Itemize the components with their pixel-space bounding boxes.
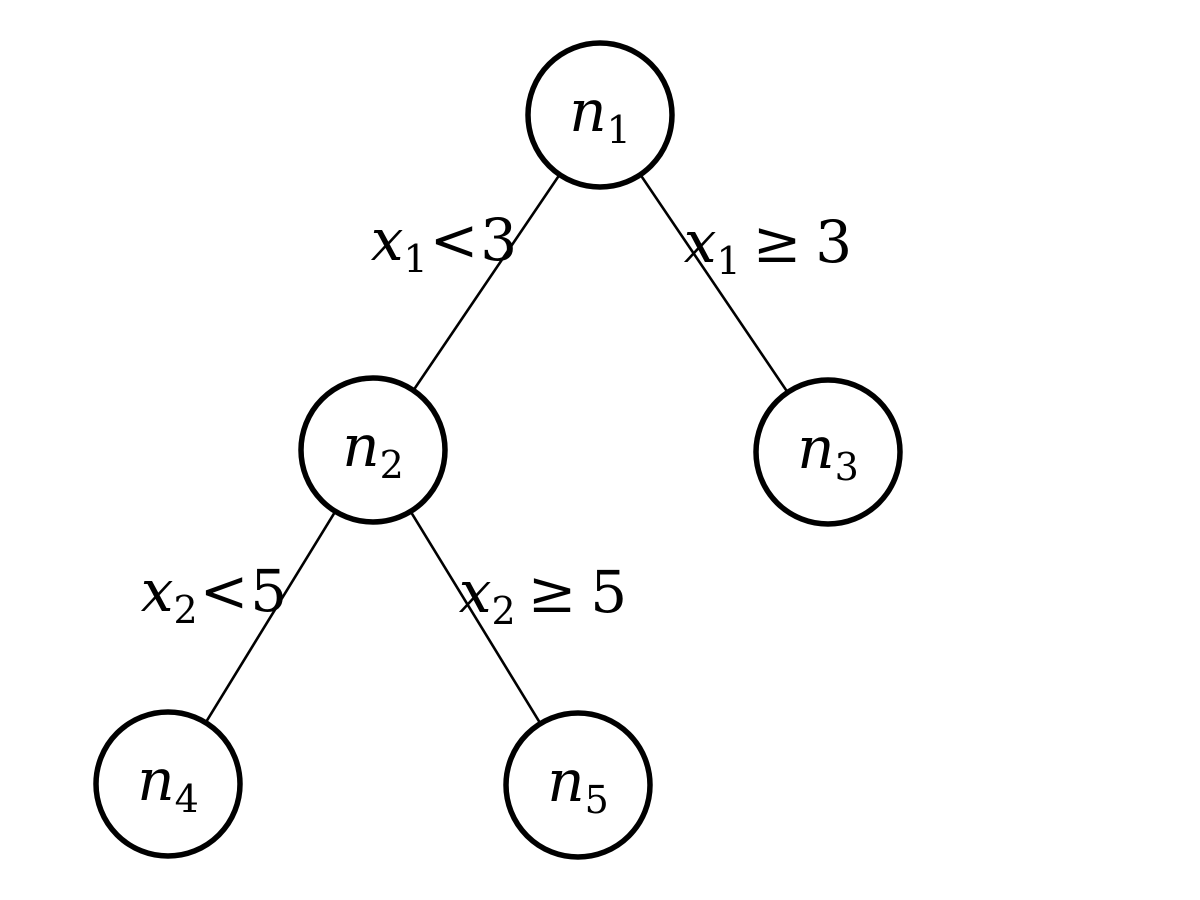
edge-label-n2-n5: x2 ≥5 xyxy=(459,558,627,633)
node-label: n5 xyxy=(547,747,609,822)
node-label-base: n xyxy=(797,414,834,482)
tree-node-n1: n1 xyxy=(525,40,675,190)
tree-node-n5: n5 xyxy=(503,710,653,860)
edge-label-subscript: 2 xyxy=(174,588,198,632)
node-label-subscript: 4 xyxy=(175,777,199,821)
edge-label-subscript: 1 xyxy=(717,239,741,283)
edge-label-operator: ≥ xyxy=(753,208,802,276)
node-circle xyxy=(525,40,675,190)
node-label: n1 xyxy=(569,77,631,152)
node-label-base: n xyxy=(137,746,174,814)
edge-label-n1-n3: x1 ≥3 xyxy=(684,208,852,283)
tree-node-n3: n3 xyxy=(753,377,903,527)
node-circle xyxy=(503,710,653,860)
edge-label-operator: < xyxy=(430,206,479,274)
edge-label-n2-n4: x2<5 xyxy=(141,557,287,632)
node-label-subscript: 5 xyxy=(585,778,609,822)
edge-label-variable: x xyxy=(371,206,404,274)
edge-label-variable: x xyxy=(459,558,492,626)
edge-label-value: 3 xyxy=(815,208,852,276)
node-label: n3 xyxy=(797,414,859,489)
node-label: n4 xyxy=(137,746,199,821)
node-label-subscript: 1 xyxy=(607,108,631,152)
node-label-base: n xyxy=(342,412,379,480)
tree-node-n2: n2 xyxy=(298,375,448,525)
edge-label-subscript: 1 xyxy=(404,237,428,281)
edge-label-variable: x xyxy=(684,208,717,276)
edge-label-value: 5 xyxy=(590,558,627,626)
node-label-subscript: 3 xyxy=(835,445,859,489)
node-label-subscript: 2 xyxy=(380,443,404,487)
node-label-base: n xyxy=(547,747,584,815)
node-label-base: n xyxy=(569,77,606,145)
edge-label-value: 3 xyxy=(480,206,517,274)
edge-label-operator: < xyxy=(200,557,249,625)
edge-label-n1-n2: x1<3 xyxy=(371,206,517,281)
tree-node-n4: n4 xyxy=(93,709,243,859)
edge-label-variable: x xyxy=(141,557,174,625)
node-label: n2 xyxy=(342,412,404,487)
edge-label-operator: ≥ xyxy=(528,558,577,626)
node-circle xyxy=(753,377,903,527)
edge-label-subscript: 2 xyxy=(492,589,516,633)
node-circle xyxy=(93,709,243,859)
node-circle xyxy=(298,375,448,525)
edge-label-value: 5 xyxy=(250,557,287,625)
